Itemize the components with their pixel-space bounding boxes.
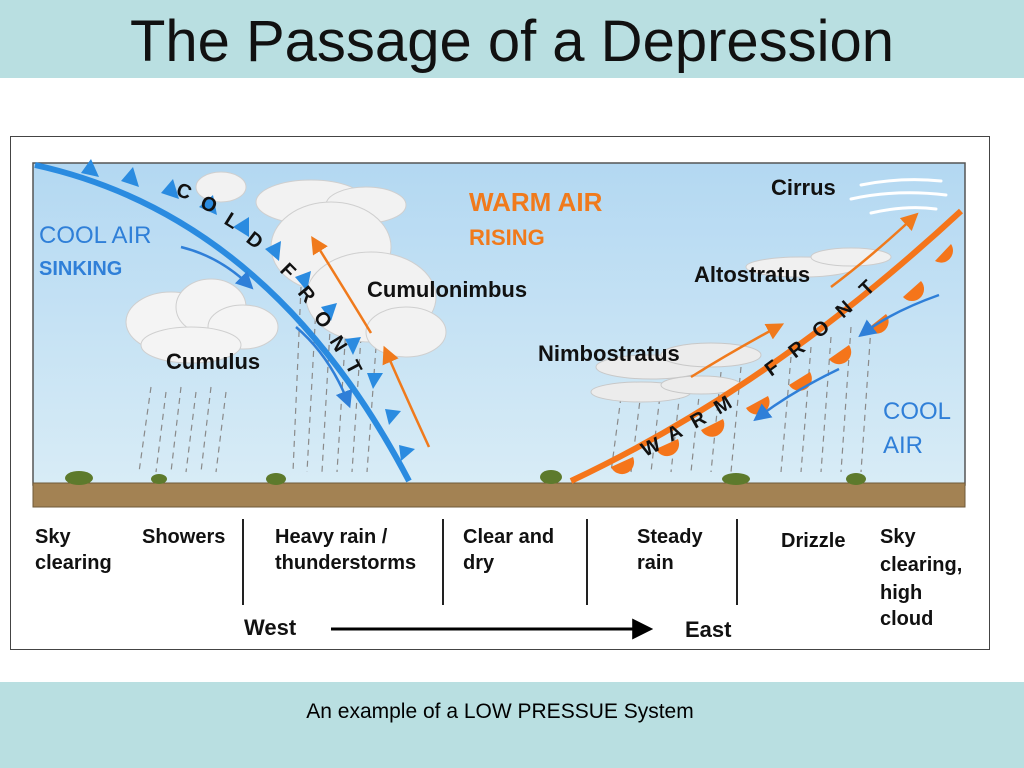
weather-steady-rain: Steady rain [637,526,708,574]
weather-sky-clearing: Sky clearing [35,526,112,574]
warm-front-line [569,208,964,484]
weather-line: thunderstorms [275,552,416,574]
depression-diagram: C O L D F R O N T W A R M F R O N T COOL… [10,136,990,650]
cool-air-sinking-label-1: COOL AIR [39,222,151,249]
weather-line: rain [637,552,674,574]
cumulonimbus-cloud [195,171,447,358]
blue-air-arrows [180,245,940,422]
weather-line: clearing, [880,554,962,576]
ground-strip [32,482,966,508]
cold-front-triangles [81,159,415,461]
cool-air-label-1: COOL [883,398,951,425]
weather-dividers [242,519,738,605]
weather-line: Drizzle [781,530,845,552]
west-label: West [244,615,297,640]
orange-air-arrows [311,212,919,448]
cumulus-label: Cumulus [166,349,260,374]
weather-line: Clear and [463,526,554,548]
nimbostratus-cloud [590,342,762,403]
east-label: East [685,617,732,642]
weather-line: Steady [637,526,703,548]
cirrus-label: Cirrus [771,175,836,200]
altostratus-cloud [745,247,892,278]
warm-air-rising-label-1: WARM AIR [469,187,603,217]
nimbostratus-label: Nimbostratus [538,341,680,366]
weather-line: high [880,582,922,604]
weather-line: Showers [142,526,225,548]
weather-line: cloud [880,608,933,630]
caption: An example of a LOW PRESSUE System [306,700,694,723]
weather-drizzle: Drizzle [781,530,845,552]
weather-line: Sky [880,526,916,548]
weather-showers: Showers [142,526,225,548]
shrubs [65,470,866,485]
page-title: The Passage of a Depression [129,9,895,74]
cold-front-line [34,162,412,483]
cirrus-wisps [849,178,948,215]
weather-line: Sky [35,526,71,548]
altostratus-label: Altostratus [694,262,810,287]
weather-line: dry [463,552,495,574]
cumulus-cloud [125,278,279,364]
weather-sky-clearing-high-cloud: Sky clearing, high cloud [880,526,968,630]
warm-air-rising-label-2: RISING [469,225,545,250]
weather-heavy-rain: Heavy rain / thunderstorms [275,526,416,574]
weather-line: Heavy rain / [275,526,388,548]
cold-front-letter: C [173,179,194,205]
cool-air-label-2: AIR [883,432,923,459]
cool-air-sinking-label-2: SINKING [39,258,122,280]
weather-clear-dry: Clear and dry [463,526,560,574]
weather-line: clearing [35,552,112,574]
cumulonimbus-label: Cumulonimbus [367,277,527,302]
